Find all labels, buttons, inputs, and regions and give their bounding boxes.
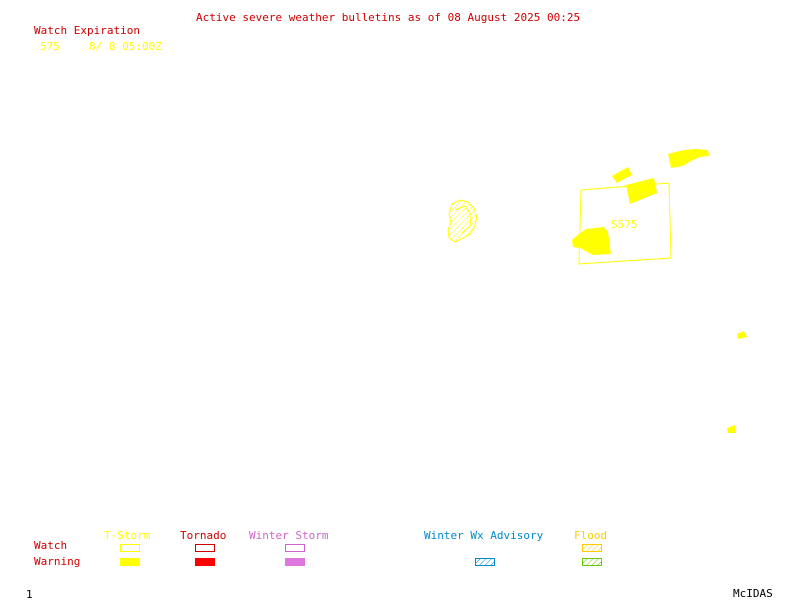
legend-swatch-flood-warning [582,558,602,566]
legend-swatch-winter-storm-warning [285,558,305,566]
legend-row-label-warning: Warning [34,555,81,568]
legend-swatch-winter-advisory-warning [475,558,495,566]
flood-watch-area [447,199,478,243]
legend-category-winter-advisory: Winter Wx Advisory [424,529,544,542]
bulletin-title: Active severe weather bulletins as of 08… [196,11,581,24]
legend-swatch-tstorm-warning [120,558,140,566]
legend-category-flood: Flood [574,529,608,542]
legend-swatch-winter-storm-watch [285,544,305,552]
tstorm-warning-polygon [668,149,709,168]
tstorm-warning-polygon [612,167,632,183]
software-label: McIDAS [733,587,773,600]
legend-category-tornado: Tornado [180,529,227,542]
watch-number: 575 [40,40,60,53]
legend-category-tstorm: T-Storm [104,529,151,542]
tstorm-warning-polygon [727,425,736,433]
watch-expiration-time: 8/ 8 05:00Z [89,40,162,53]
legend-swatch-tornado-watch [195,544,215,552]
legend-swatch-tornado-warning [195,558,215,566]
watch-expiration-heading: Watch Expiration [34,24,140,37]
legend-category-winter-storm: Winter Storm [249,529,329,542]
frame-number: 1 [26,588,33,601]
watch-box-label: S575 [611,218,638,231]
legend-swatch-tstorm-watch [120,544,140,552]
tstorm-warning-polygon [572,227,611,255]
legend-swatch-flood-watch [582,544,602,552]
tstorm-warning-polygon [737,331,747,339]
tstorm-warning-polygon [626,178,657,204]
legend-row-label-watch: Watch [34,539,68,552]
